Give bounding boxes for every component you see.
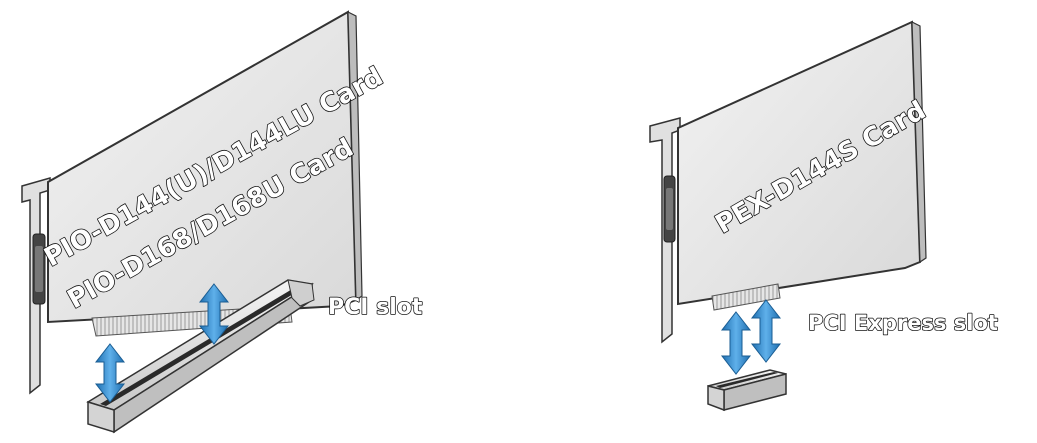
pci-card-body <box>47 10 358 324</box>
insert-arrow-left-2 <box>198 283 230 345</box>
pcie-card-body <box>677 20 922 306</box>
insert-arrow-left-1 <box>94 343 126 403</box>
insert-arrow-right-1 <box>720 311 752 375</box>
pcie-card-bracket <box>649 117 681 344</box>
pci-card-bracket <box>21 177 51 395</box>
pci-card-figure: PIO-D144(U)/D144LU Card PIO-D168/D168U C… <box>21 10 424 434</box>
pcie-slot-label: PCI Express slot <box>808 311 998 335</box>
pci-slot <box>86 279 315 434</box>
pci-slot-label: PCI slot <box>328 295 423 320</box>
pcie-edge-connector <box>711 283 781 311</box>
insert-arrow-right-2 <box>750 299 782 363</box>
pcie-card-figure: PEX-D144S Card PCI Express slot <box>649 20 999 412</box>
pcie-slot <box>707 369 787 412</box>
